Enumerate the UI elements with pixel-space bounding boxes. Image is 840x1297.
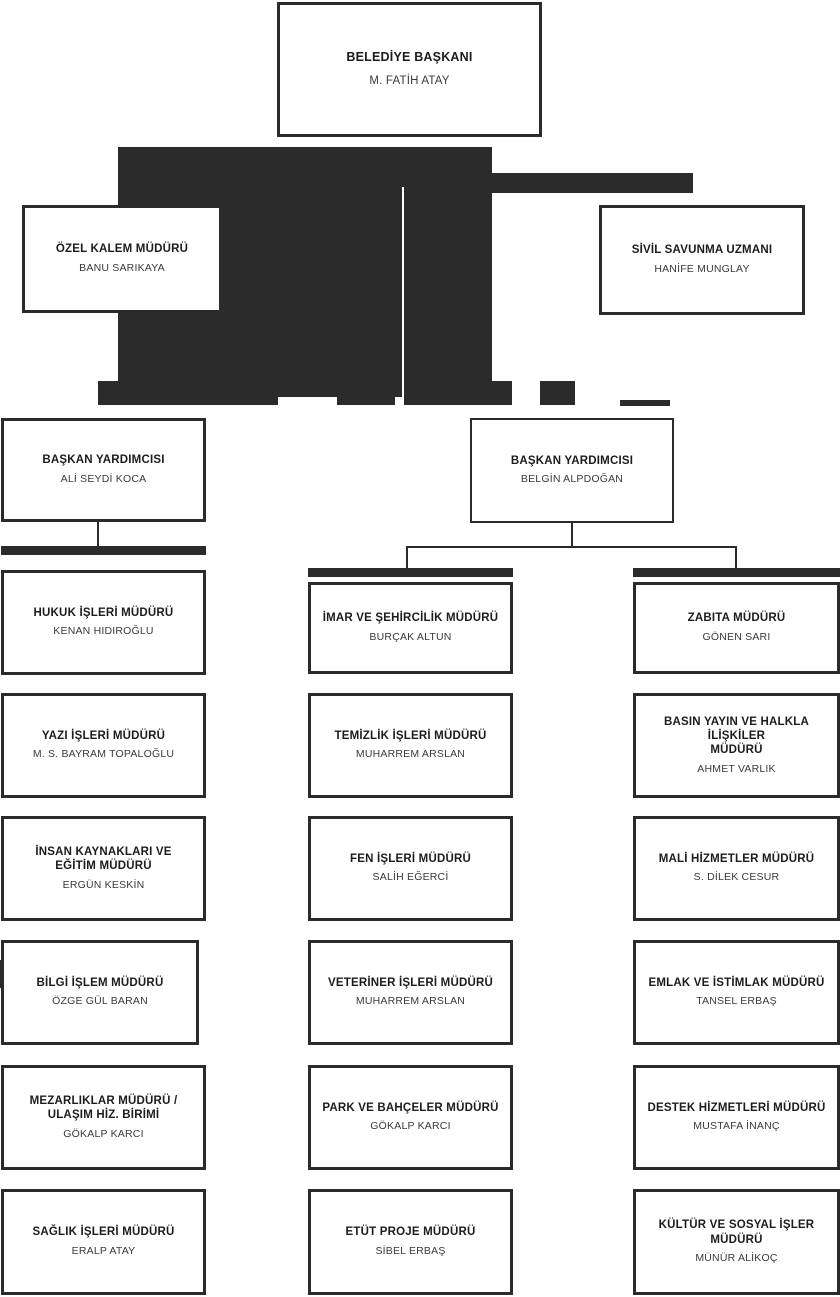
node-name: AHMET VARLIK — [697, 762, 776, 775]
node-name: SALİH EĞERCİ — [372, 871, 449, 884]
node-name: ERALP ATAY — [71, 1244, 136, 1257]
connector-root-mass-left — [118, 147, 492, 187]
node-baskan-yardimcisi-2[interactable]: BAŞKAN YARDIMCISI BELGİN ALPDOĞAN — [470, 418, 674, 523]
node-name: ALİ SEYDİ KOCA — [60, 472, 147, 485]
node-title: EMLAK VE İSTİMLAK MÜDÜRÜ — [648, 976, 825, 989]
node-hukuk-isleri-mudurlugu[interactable]: HUKUK İŞLERİ MÜDÜRÜ KENAN HIDIROĞLU — [1, 570, 206, 675]
node-imar-ve-sehircilik-mudurlugu[interactable]: İMAR VE ŞEHİRCİLİK MÜDÜRÜ BURÇAK ALTUN — [308, 582, 513, 674]
node-name: ERGÜN KESKİN — [62, 878, 145, 891]
node-destek-hizmetleri-mudurlugu[interactable]: DESTEK HİZMETLERİ MÜDÜRÜ MUSTAFA İNANÇ — [633, 1065, 840, 1170]
node-title: BELEDİYE BAŞKANI — [346, 50, 473, 65]
node-etut-proje-mudurlugu[interactable]: ETÜT PROJE MÜDÜRÜ SİBEL ERBAŞ — [308, 1189, 513, 1295]
connector-band-seg-1 — [98, 381, 278, 405]
connector-deputy2-drop-left — [406, 546, 408, 568]
node-name: SİBEL ERBAŞ — [375, 1244, 446, 1257]
node-title: MALİ HİZMETLER MÜDÜRÜ — [658, 852, 815, 865]
node-title: İNSAN KAYNAKLARI VE EĞİTİM MÜDÜRÜ — [35, 845, 172, 873]
connector-mass-spine — [398, 187, 402, 397]
connector-band-seg-2 — [337, 381, 395, 405]
node-name: GÖKALP KARCI — [63, 1127, 144, 1140]
node-name: M. FATİH ATAY — [369, 74, 450, 87]
node-mali-hizmetler-mudurlugu[interactable]: MALİ HİZMETLER MÜDÜRÜ S. DİLEK CESUR — [633, 816, 840, 921]
connector-deputy2-spread — [406, 546, 737, 548]
node-zabita-mudurlugu[interactable]: ZABITA MÜDÜRÜ GÖNEN SARI — [633, 582, 840, 674]
node-name: MUSTAFA İNANÇ — [693, 1120, 780, 1133]
node-title: BAŞKAN YARDIMCISI — [510, 454, 634, 467]
connector-root-mass-right — [492, 173, 693, 193]
node-name: MUHARREM ARSLAN — [355, 995, 466, 1008]
node-kultur-ve-sosyal-isler-mudurlugu[interactable]: KÜLTÜR VE SOSYAL İŞLER MÜDÜRÜ MÜNÜR ALİK… — [633, 1189, 840, 1295]
node-name: S. DİLEK CESUR — [693, 871, 780, 884]
node-name: BELGİN ALPDOĞAN — [520, 473, 624, 486]
node-name: ÖZGE GÜL BARAN — [52, 995, 148, 1008]
connector-band-seg-5 — [620, 400, 670, 406]
node-name: HANİFE MUNGLAY — [654, 262, 750, 275]
node-title: DESTEK HİZMETLERİ MÜDÜRÜ — [647, 1101, 826, 1114]
node-mezarliklar-mudurlugu[interactable]: MEZARLIKLAR MÜDÜRÜ / ULAŞIM HİZ. BİRİMİ … — [1, 1065, 206, 1170]
connector-deputy2-drop-right — [735, 546, 737, 568]
node-title: TEMİZLİK İŞLERİ MÜDÜRÜ — [334, 729, 487, 742]
node-name: KENAN HIDIROĞLU — [53, 625, 154, 638]
node-title: BAŞKAN YARDIMCISI — [42, 454, 165, 467]
node-title: PARK VE BAHÇELER MÜDÜRÜ — [322, 1101, 499, 1114]
node-name: MÜNÜR ALİKOÇ — [695, 1252, 778, 1265]
node-title: YAZI İŞLERİ MÜDÜRÜ — [41, 729, 166, 742]
node-title: BİLGİ İŞLEM MÜDÜRÜ — [36, 976, 164, 989]
node-name: BURÇAK ALTUN — [369, 630, 452, 643]
node-basin-yayin-ve-halkla-iliskiler-mudurlugu[interactable]: BASIN YAYIN VE HALKLA İLİŞKİLER MÜDÜRÜ A… — [633, 693, 840, 798]
node-sivil-savunma-uzmani[interactable]: SİVİL SAVUNMA UZMANI HANİFE MUNGLAY — [599, 205, 805, 315]
node-title: SİVİL SAVUNMA UZMANI — [631, 244, 773, 257]
node-bilgi-islem-mudurlugu[interactable]: BİLGİ İŞLEM MÜDÜRÜ ÖZGE GÜL BARAN — [1, 940, 199, 1045]
node-title: BASIN YAYIN VE HALKLA İLİŞKİLER MÜDÜRÜ — [663, 715, 809, 757]
node-title: MEZARLIKLAR MÜDÜRÜ / ULAŞIM HİZ. BİRİMİ — [29, 1094, 178, 1122]
node-ozel-kalem-muduru[interactable]: ÖZEL KALEM MÜDÜRÜ BANU SARIKAYA — [22, 205, 222, 313]
connector-band-seg-4 — [540, 381, 575, 405]
node-title: FEN İŞLERİ MÜDÜRÜ — [350, 852, 471, 865]
node-title: HUKUK İŞLERİ MÜDÜRÜ — [33, 606, 174, 619]
connector-deputy2-stem — [571, 523, 573, 547]
node-name: MUHARREM ARSLAN — [355, 748, 466, 761]
connector-mass-column — [404, 187, 492, 397]
node-title: KÜLTÜR VE SOSYAL İŞLER MÜDÜRÜ — [658, 1219, 815, 1246]
node-title: İMAR VE ŞEHİRCİLİK MÜDÜRÜ — [322, 612, 499, 625]
connector-band-seg-3 — [404, 381, 512, 405]
node-title: ETÜT PROJE MÜDÜRÜ — [345, 1226, 476, 1239]
node-title: ZABITA MÜDÜRÜ — [687, 612, 786, 625]
node-name: BANU SARIKAYA — [79, 261, 165, 274]
node-name: M. S. BAYRAM TOPALOĞLU — [32, 748, 175, 761]
column-bar-2 — [308, 568, 513, 577]
connector-deputy1-stem — [97, 522, 99, 546]
node-fen-isleri-mudurlugu[interactable]: FEN İŞLERİ MÜDÜRÜ SALİH EĞERCİ — [308, 816, 513, 921]
node-temizlik-isleri-mudurlugu[interactable]: TEMİZLİK İŞLERİ MÜDÜRÜ MUHARREM ARSLAN — [308, 693, 513, 798]
node-park-ve-bahceler-mudurlugu[interactable]: PARK VE BAHÇELER MÜDÜRÜ GÖKALP KARCI — [308, 1065, 513, 1170]
node-name: GÖKALP KARCI — [370, 1120, 451, 1133]
node-emlak-ve-istimlak-mudurlugu[interactable]: EMLAK VE İSTİMLAK MÜDÜRÜ TANSEL ERBAŞ — [633, 940, 840, 1045]
node-baskan-yardimcisi-1[interactable]: BAŞKAN YARDIMCISI ALİ SEYDİ KOCA — [1, 418, 206, 522]
column-bar-3 — [633, 568, 840, 577]
node-insan-kaynaklari-ve-egitim-mudurlugu[interactable]: İNSAN KAYNAKLARI VE EĞİTİM MÜDÜRÜ ERGÜN … — [1, 816, 206, 921]
node-name: GÖNEN SARI — [702, 630, 771, 643]
column-bar-1 — [1, 546, 206, 555]
node-yazi-isleri-mudurlugu[interactable]: YAZI İŞLERİ MÜDÜRÜ M. S. BAYRAM TOPALOĞL… — [1, 693, 206, 798]
node-belediye-baskani[interactable]: BELEDİYE BAŞKANI M. FATİH ATAY — [277, 2, 542, 137]
node-title: VETERİNER İŞLERİ MÜDÜRÜ — [328, 976, 493, 989]
node-title: SAĞLIK İŞLERİ MÜDÜRÜ — [32, 1226, 175, 1239]
node-saglik-isleri-mudurlugu[interactable]: SAĞLIK İŞLERİ MÜDÜRÜ ERALP ATAY — [1, 1189, 206, 1295]
node-title: ÖZEL KALEM MÜDÜRÜ — [55, 243, 189, 256]
node-veteriner-isleri-mudurlugu[interactable]: VETERİNER İŞLERİ MÜDÜRÜ MUHARREM ARSLAN — [308, 940, 513, 1045]
node-name: TANSEL ERBAŞ — [696, 995, 777, 1008]
